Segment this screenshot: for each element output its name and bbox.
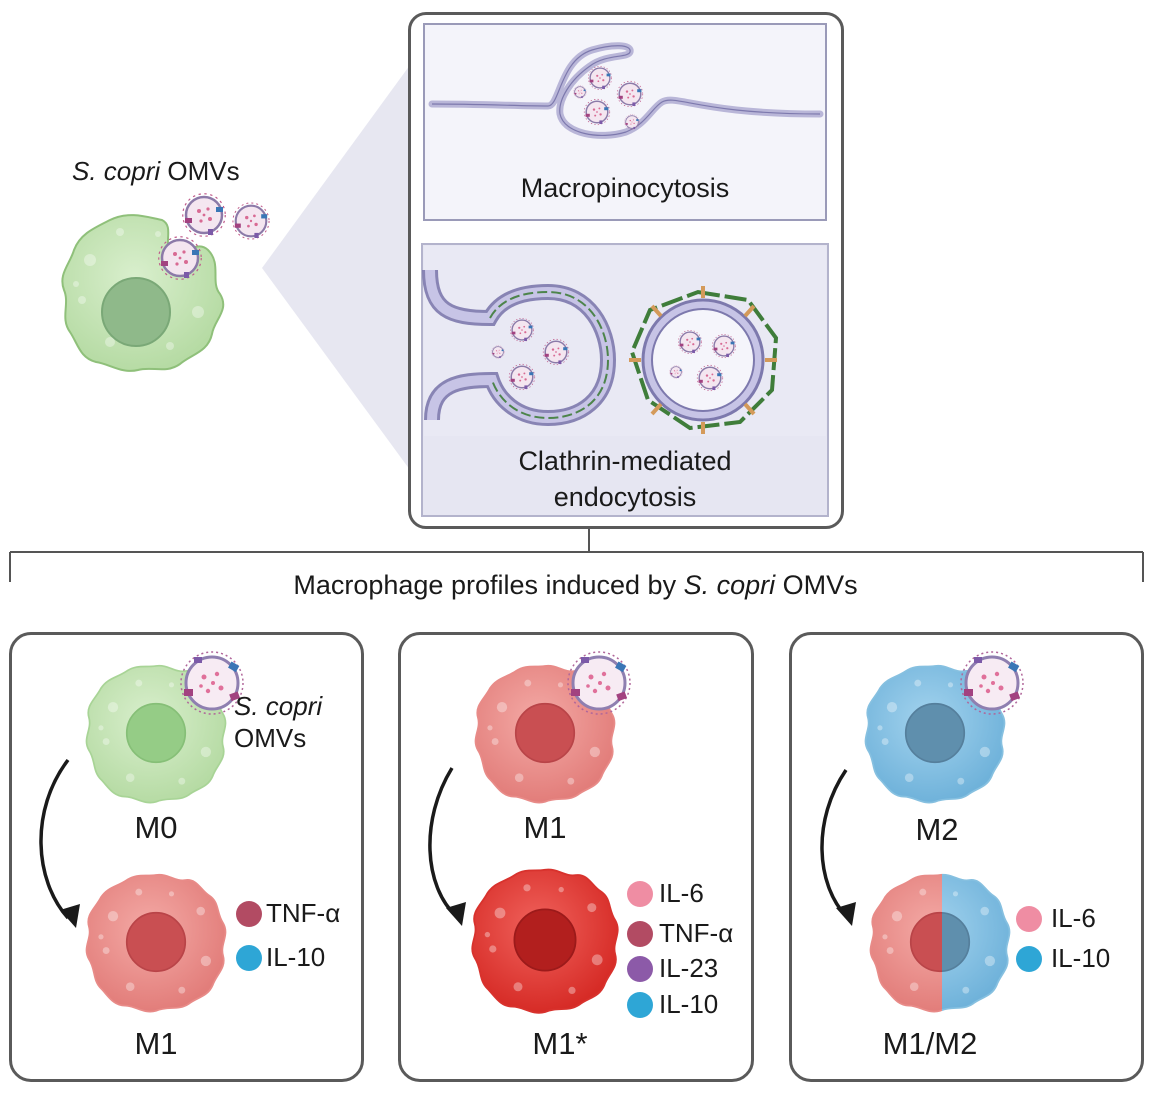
top-omv-label: S. copri OMVs [72,156,240,186]
m1star-cell [471,868,619,1014]
cytokine-label: IL-6 [1051,903,1096,933]
cytokine-label: TNF-α [266,898,341,928]
panel2-arrow [428,767,458,918]
uptake-frame [408,12,844,529]
cytokine-dot [627,956,653,982]
m0-cell [85,664,227,804]
top-macrophage [61,214,225,372]
cytokine-label: IL-6 [659,878,704,908]
cytokine-dot [1016,946,1042,972]
clathrin-label-line2: endocytosis [553,482,697,512]
panel2-from-label: M1 [523,810,567,845]
cytokine-label: IL-10 [1051,943,1111,973]
panel1-arrow [39,758,70,920]
cytokine-label: IL-10 [659,989,719,1019]
panel3-arrow [820,769,848,918]
profiles-heading: Macrophage profiles induced by S. copri … [293,570,858,600]
zoom-wedge [262,65,410,470]
panel3-from-label: M2 [915,812,959,847]
panel-m2 [789,632,1144,1082]
m2-cell [864,664,1006,804]
cytokine-dot [236,945,262,971]
panel3-to-label: M1/M2 [882,1026,978,1061]
cytokine-label: TNF-α [659,918,734,948]
panel-m1 [398,632,754,1082]
macropinocytosis-label: Macropinocytosis [520,173,730,203]
panel2-to-label: M1* [532,1026,588,1061]
clathrin-coated-vesicle [629,286,779,434]
m1m2-cell [869,873,1011,1013]
cytokine-label: IL-23 [659,953,719,983]
cytokine-dot [627,881,653,907]
clathrin-pit [422,269,617,427]
cytokine-dot [627,992,653,1018]
top-omv-1 [181,192,227,238]
cytokine-dot [236,901,262,927]
panel-m0 [9,632,364,1082]
clathrin-label-line1: Clathrin-mediated [518,446,732,476]
m1-cell-panel1 [85,873,227,1013]
cytokine-label: IL-10 [266,942,326,972]
cytokine-dot [627,921,653,947]
cytokine-dot [1016,906,1042,932]
panel1-from-label: M0 [134,810,178,845]
m1-cell-panel2 [474,664,616,804]
profiles-bracket [9,527,1144,582]
panel1-to-label: M1 [134,1026,178,1061]
top-omv-2 [231,201,271,241]
macropinocytosis-membrane [428,42,824,139]
